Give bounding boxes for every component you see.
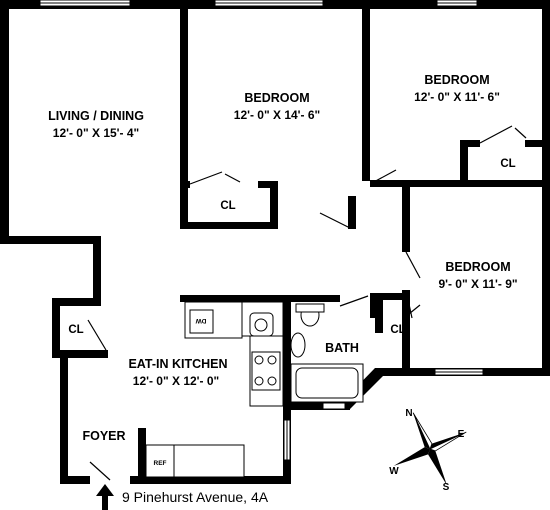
refrigerator-label: REF xyxy=(154,460,167,467)
doors xyxy=(87,125,527,481)
closet-label-bedroom2: CL xyxy=(500,158,515,170)
bedroom1-name: BEDROOM xyxy=(244,91,309,105)
windows xyxy=(39,0,484,461)
kitchen-fixtures xyxy=(145,301,284,478)
interior-walls xyxy=(138,9,542,480)
living-dining-dims: 12'- 0" X 15'- 4" xyxy=(53,126,139,140)
bedroom2-name: BEDROOM xyxy=(424,73,489,87)
bedroom3-dims: 9'- 0" X 11'- 9" xyxy=(438,277,517,291)
address-label: 9 Pinehurst Avenue, 4A xyxy=(122,489,269,505)
compass-south: S xyxy=(443,482,450,493)
bath-fixtures xyxy=(290,303,364,403)
compass-west: W xyxy=(389,466,399,477)
compass-east: E xyxy=(458,429,465,440)
kitchen-name: EAT-IN KITCHEN xyxy=(128,357,227,371)
living-dining-name: LIVING / DINING xyxy=(48,109,144,123)
bedroom3-name: BEDROOM xyxy=(445,260,510,274)
bedroom2-dims: 12'- 0" X 11'- 6" xyxy=(414,90,500,104)
compass-rose xyxy=(393,412,467,486)
bath-name: BATH xyxy=(325,341,359,355)
closet-label-bedroom1: CL xyxy=(220,200,235,212)
bedroom1-dims: 12'- 0" X 14'- 6" xyxy=(234,108,320,122)
dishwasher-label: DW xyxy=(195,317,207,324)
entry-arrow-icon xyxy=(96,484,114,510)
closet-label-living: CL xyxy=(68,324,83,336)
foyer-name: FOYER xyxy=(82,429,125,443)
compass-north: N xyxy=(405,408,412,419)
kitchen-dims: 12'- 0" X 12'- 0" xyxy=(133,374,219,388)
closet-label-bedroom3: CL xyxy=(390,324,405,336)
